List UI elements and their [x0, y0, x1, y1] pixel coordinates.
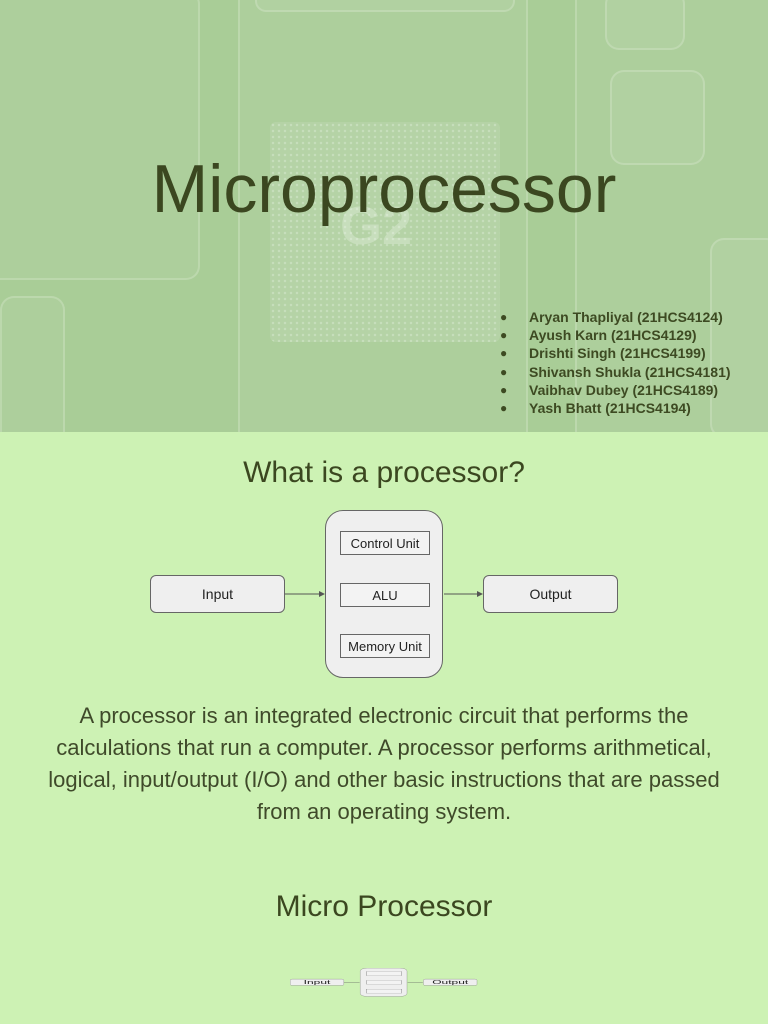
- memory-unit-label: Memory Unit: [348, 638, 422, 654]
- member-name: Vaibhav Dubey (21HCS4189): [529, 381, 719, 398]
- input-label: Input: [303, 979, 331, 985]
- output-label: Output: [529, 586, 572, 602]
- section-heading: What is a processor?: [243, 456, 525, 489]
- title-banner: G2 Microprocessor ● Aryan Thapliyal (21HC…: [0, 0, 768, 432]
- list-item: ● Aryan Thapliyal (21HCS4124): [500, 308, 731, 326]
- member-name: Yash Bhatt (21HCS4194): [529, 400, 691, 417]
- processor-diagram: Input Control Unit ALU Memory Unit Outpu…: [150, 510, 620, 680]
- bullet-icon: ●: [500, 364, 508, 379]
- page-title: Microprocessor: [151, 151, 617, 227]
- member-name: Shivansh Shukla (21HCS4181): [529, 363, 731, 380]
- bullet-icon: ●: [500, 401, 508, 416]
- input-box: Input: [150, 575, 285, 613]
- input-box: Input: [290, 979, 344, 986]
- list-item: ● Vaibhav Dubey (21HCS4189): [500, 381, 731, 399]
- member-name: Ayush Karn (21HCS4129): [529, 327, 697, 344]
- alu-label: ALU: [372, 587, 398, 603]
- mini-processor-diagram: Input Output: [290, 968, 478, 997]
- output-label: Output: [432, 979, 469, 985]
- member-list: ● Aryan Thapliyal (21HCS4124) ● Ayush Karn…: [500, 308, 731, 417]
- memory-unit-box: Memory Unit: [340, 634, 430, 658]
- control-unit-label: Control Unit: [350, 535, 420, 551]
- control-unit-box: Control Unit: [340, 531, 430, 555]
- bullet-icon: ●: [500, 346, 508, 361]
- diagram-arrows: [344, 982, 423, 983]
- member-name: Aryan Thapliyal (21HCS4124): [529, 309, 723, 325]
- chip-image: [270, 122, 500, 342]
- cpu-box: Control Unit ALU Memory Unit: [325, 510, 443, 678]
- cpu-box: [360, 968, 408, 997]
- bullet-icon: ●: [500, 328, 508, 343]
- alu-box: [366, 980, 402, 985]
- list-item: ● Shivansh Shukla (21HCS4181): [500, 363, 731, 381]
- memory-unit-box: [366, 989, 402, 994]
- list-item: ● Ayush Karn (21HCS4129): [500, 326, 731, 344]
- member-name: Drishti Singh (21HCS4199): [529, 345, 706, 362]
- chip-logo: G2: [340, 196, 413, 256]
- control-unit-box: [366, 971, 402, 976]
- processor-description: A processor is an integrated electronic …: [48, 703, 720, 824]
- section-heading: Micro Processor: [275, 890, 493, 923]
- bullet-icon: ●: [500, 382, 508, 397]
- bullet-icon: ●: [500, 310, 508, 324]
- list-item: ● Drishti Singh (21HCS4199): [500, 344, 731, 362]
- list-item: ● Yash Bhatt (21HCS4194): [500, 399, 731, 417]
- output-box: Output: [423, 979, 478, 986]
- alu-box: ALU: [340, 583, 430, 607]
- input-label: Input: [201, 586, 234, 602]
- output-box: Output: [483, 575, 618, 613]
